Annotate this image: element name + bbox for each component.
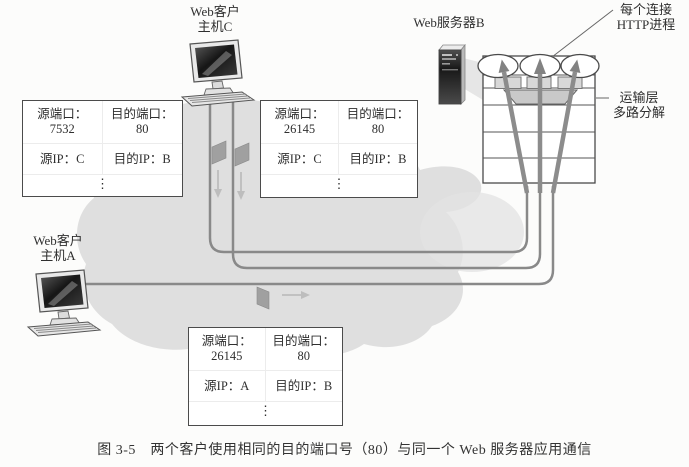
label-http-process: 每个连接 HTTP进程 bbox=[606, 2, 686, 32]
connection-line-a bbox=[79, 186, 555, 286]
cell-src-port: 源端口： 26145 bbox=[261, 101, 339, 143]
label-transport-demux: 运输层 多路分解 bbox=[600, 90, 678, 120]
process-ellipse-1 bbox=[477, 53, 519, 79]
label-web-client-a: Web客户 主机A bbox=[20, 233, 96, 263]
cell-ellipsis: ⋮ bbox=[23, 174, 182, 196]
label-http-process-line2: HTTP进程 bbox=[616, 17, 676, 32]
web-client-c-icon bbox=[181, 39, 255, 107]
network-cloud-extension bbox=[420, 192, 524, 272]
label-transport-demux-line1: 运输层 bbox=[619, 90, 659, 105]
socket-icon-3 bbox=[557, 76, 583, 89]
segment-table-host-c-conn1: 源端口： 7532 目的端口： 80 源IP：C 目的IP：B ⋮ bbox=[22, 100, 183, 197]
cell-ellipsis: ⋮ bbox=[189, 401, 342, 425]
segment-table-host-c-conn2: 源端口： 26145 目的端口： 80 源IP：C 目的IP：B ⋮ bbox=[260, 100, 418, 198]
segment-packet-icon-c1 bbox=[211, 140, 227, 198]
label-http-process-line1: 每个连接 bbox=[619, 2, 672, 17]
cell-src-ip: 源IP：A bbox=[189, 370, 266, 401]
cell-src-port: 源端口： 26145 bbox=[189, 328, 266, 370]
tower-server-icon bbox=[438, 43, 466, 105]
label-web-client-c-line1: Web客户 bbox=[190, 4, 240, 19]
cell-src-ip: 源IP：C bbox=[23, 143, 103, 174]
figure-caption: 图 3-5 两个客户使用相同的目的端口号（80）与同一个 Web 服务器应用通信 bbox=[97, 443, 592, 458]
segment-packet-icon-a bbox=[256, 286, 310, 310]
segment-table-host-a-conn: 源端口： 26145 目的端口： 80 源IP：A 目的IP：B ⋮ bbox=[188, 327, 343, 426]
connection-line-c2 bbox=[231, 101, 542, 270]
cell-ellipsis: ⋮ bbox=[261, 174, 417, 197]
cell-dst-ip: 目的IP：B bbox=[339, 143, 417, 174]
label-web-client-a-line1: Web客户 bbox=[33, 233, 83, 248]
label-web-client-c-line2: 主机C bbox=[197, 19, 233, 34]
cell-dst-ip: 目的IP：B bbox=[265, 370, 342, 401]
cell-dst-ip: 目的IP：B bbox=[102, 143, 182, 174]
label-transport-demux-line2: 多路分解 bbox=[612, 105, 665, 120]
label-web-client-c: Web客户 主机C bbox=[160, 4, 270, 34]
http-process-pointer-line bbox=[551, 9, 614, 58]
label-web-server-b: Web服务器B bbox=[413, 15, 485, 30]
process-ellipse-3 bbox=[560, 53, 600, 79]
cell-dst-port: 目的端口： 80 bbox=[272, 334, 335, 363]
server-protocol-stack bbox=[477, 53, 600, 194]
cell-dst-port: 目的端口： 80 bbox=[346, 107, 410, 136]
connection-line-c1 bbox=[208, 101, 529, 254]
demux-arrows bbox=[498, 58, 581, 194]
cell-src-port: 源端口： 7532 bbox=[23, 101, 103, 143]
cell-dst-port: 目的端口： 80 bbox=[110, 107, 174, 136]
segment-packet-icon-c2 bbox=[234, 142, 250, 200]
label-web-client-a-line2: 主机A bbox=[40, 248, 76, 263]
cell-src-ip: 源IP：C bbox=[261, 143, 339, 174]
